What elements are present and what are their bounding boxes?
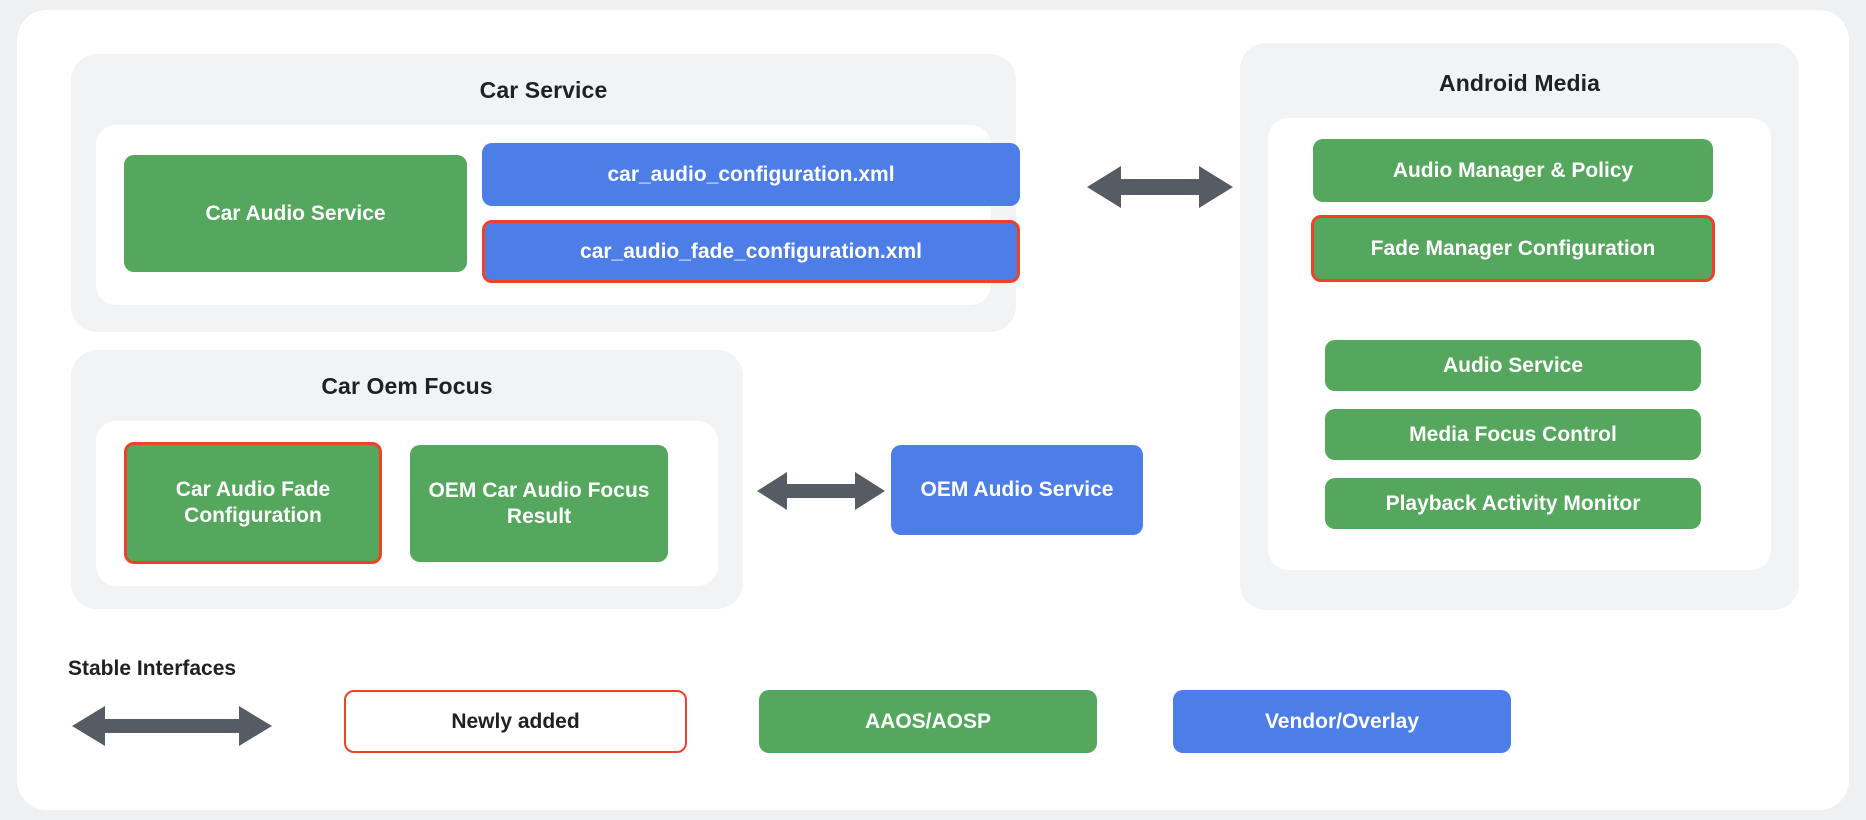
group-panel-android-media: Android Media Audio Manager & Policy Fad… [1240,43,1799,610]
node-oem-audio-service[interactable]: OEM Audio Service [891,445,1143,535]
group-title-car-oem-focus: Car Oem Focus [321,373,493,399]
group-panel-car-service: Car Service Car Audio Service car_audio_… [71,54,1020,332]
legend-double-arrow-icon [72,703,272,749]
arrow-car-oem-focus-to-oem-audio-service [757,468,885,514]
node-car-audio-fade-configuration-xml[interactable]: car_audio_fade_configuration.xml [482,220,1020,283]
node-playback-activity-monitor[interactable]: Playback Activity Monitor [1325,478,1701,529]
group-title-android-media: Android Media [1438,70,1601,96]
node-media-focus-control[interactable]: Media Focus Control [1325,409,1701,460]
legend-chip-aaos-aosp[interactable]: AAOS/AOSP [759,690,1097,753]
node-fade-manager-configuration[interactable]: Fade Manager Configuration [1311,215,1715,282]
node-car-audio-service[interactable]: Car Audio Service [124,155,467,272]
inner-card-android-media: Audio Manager & Policy Fade Manager Conf… [1268,118,1771,570]
node-audio-manager-and-policy[interactable]: Audio Manager & Policy [1313,139,1713,202]
node-car-audio-configuration-xml[interactable]: car_audio_configuration.xml [482,143,1020,206]
inner-card-car-oem-focus: Car Audio Fade Configuration OEM Car Aud… [96,421,718,586]
legend-stable-interfaces-label: Stable Interfaces [68,657,237,680]
node-oem-car-audio-focus-result[interactable]: OEM Car Audio Focus Result [410,445,668,562]
legend-chip-newly-added[interactable]: Newly added [344,690,687,753]
group-title-car-service: Car Service [479,77,608,103]
group-panel-car-oem-focus: Car Oem Focus Car Audio Fade Configurati… [71,350,743,609]
node-audio-service[interactable]: Audio Service [1325,340,1701,391]
diagram-card: Car Service Car Audio Service car_audio_… [17,10,1849,810]
arrow-car-service-to-android-media [1087,162,1233,212]
node-car-audio-fade-configuration[interactable]: Car Audio Fade Configuration [124,442,382,564]
inner-card-car-service: Car Audio Service car_audio_configuratio… [96,125,1020,305]
legend-chip-vendor-overlay[interactable]: Vendor/Overlay [1173,690,1511,753]
